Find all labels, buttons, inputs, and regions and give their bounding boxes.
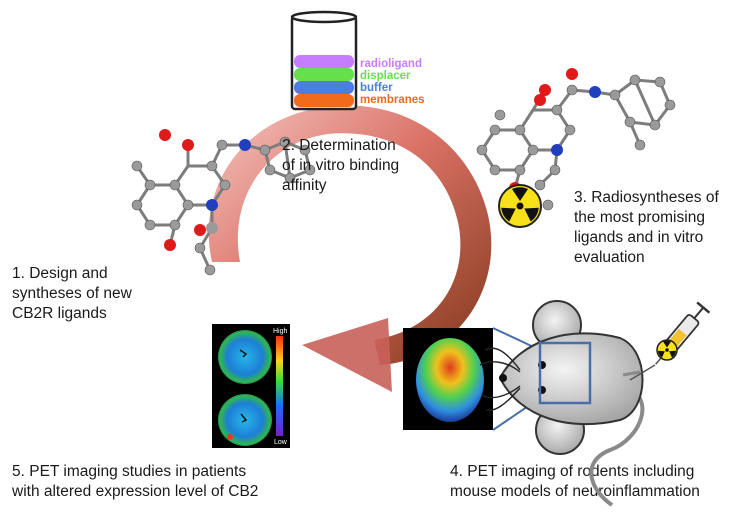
tube-layer-displacer <box>294 68 354 81</box>
scale-high-label: High <box>273 328 288 335</box>
step5-label: 5. PET imaging studies in patients with … <box>12 462 258 502</box>
step5-line1: 5. PET imaging studies in patients <box>12 463 247 480</box>
pet-scan-top <box>218 330 272 384</box>
tube-label-buffer: buffer <box>360 82 393 94</box>
step4-label: 4. PET imaging of rodents including mous… <box>450 462 700 502</box>
tube-layer-buffer <box>294 81 354 94</box>
step1-line1: 1. Design and <box>12 265 108 282</box>
step3-line3: ligands and in vitro <box>574 229 704 246</box>
step2-line3: affinity <box>282 177 327 194</box>
step1-line2: syntheses of new <box>12 285 132 302</box>
tube-label-displacer: displacer <box>360 70 411 82</box>
step4-line1: 4. PET imaging of rodents including <box>450 463 695 480</box>
tube-label-membranes: membranes <box>360 94 425 106</box>
step1-line3: CB2R ligands <box>12 305 107 322</box>
step2-line2: of in vitro binding <box>282 157 400 174</box>
step4-line2: mouse models of neuroinflammation <box>450 483 700 500</box>
step1-label: 1. Design and syntheses of new CB2R liga… <box>12 264 132 324</box>
step5-line2: with altered expression level of CB2 <box>12 483 259 500</box>
step3-line4: evaluation <box>574 249 645 266</box>
scale-low-label: Low <box>274 439 288 446</box>
intensity-scale-bar <box>276 336 283 436</box>
step3-line2: the most promising <box>574 209 705 226</box>
step3-line1: 3. Radiosyntheses of <box>574 189 719 206</box>
tube-layer-membranes <box>294 94 354 107</box>
step3-label: 3. Radiosyntheses of the most promising … <box>574 188 719 268</box>
step2-line1: 2. Determination <box>282 137 396 154</box>
tube-layer-radioligand <box>294 55 354 68</box>
step2-label: 2. Determination of in vitro binding aff… <box>282 136 399 196</box>
tube-label-radioligand: radioligand <box>360 58 422 70</box>
syringe-radiation-icon <box>656 339 678 361</box>
